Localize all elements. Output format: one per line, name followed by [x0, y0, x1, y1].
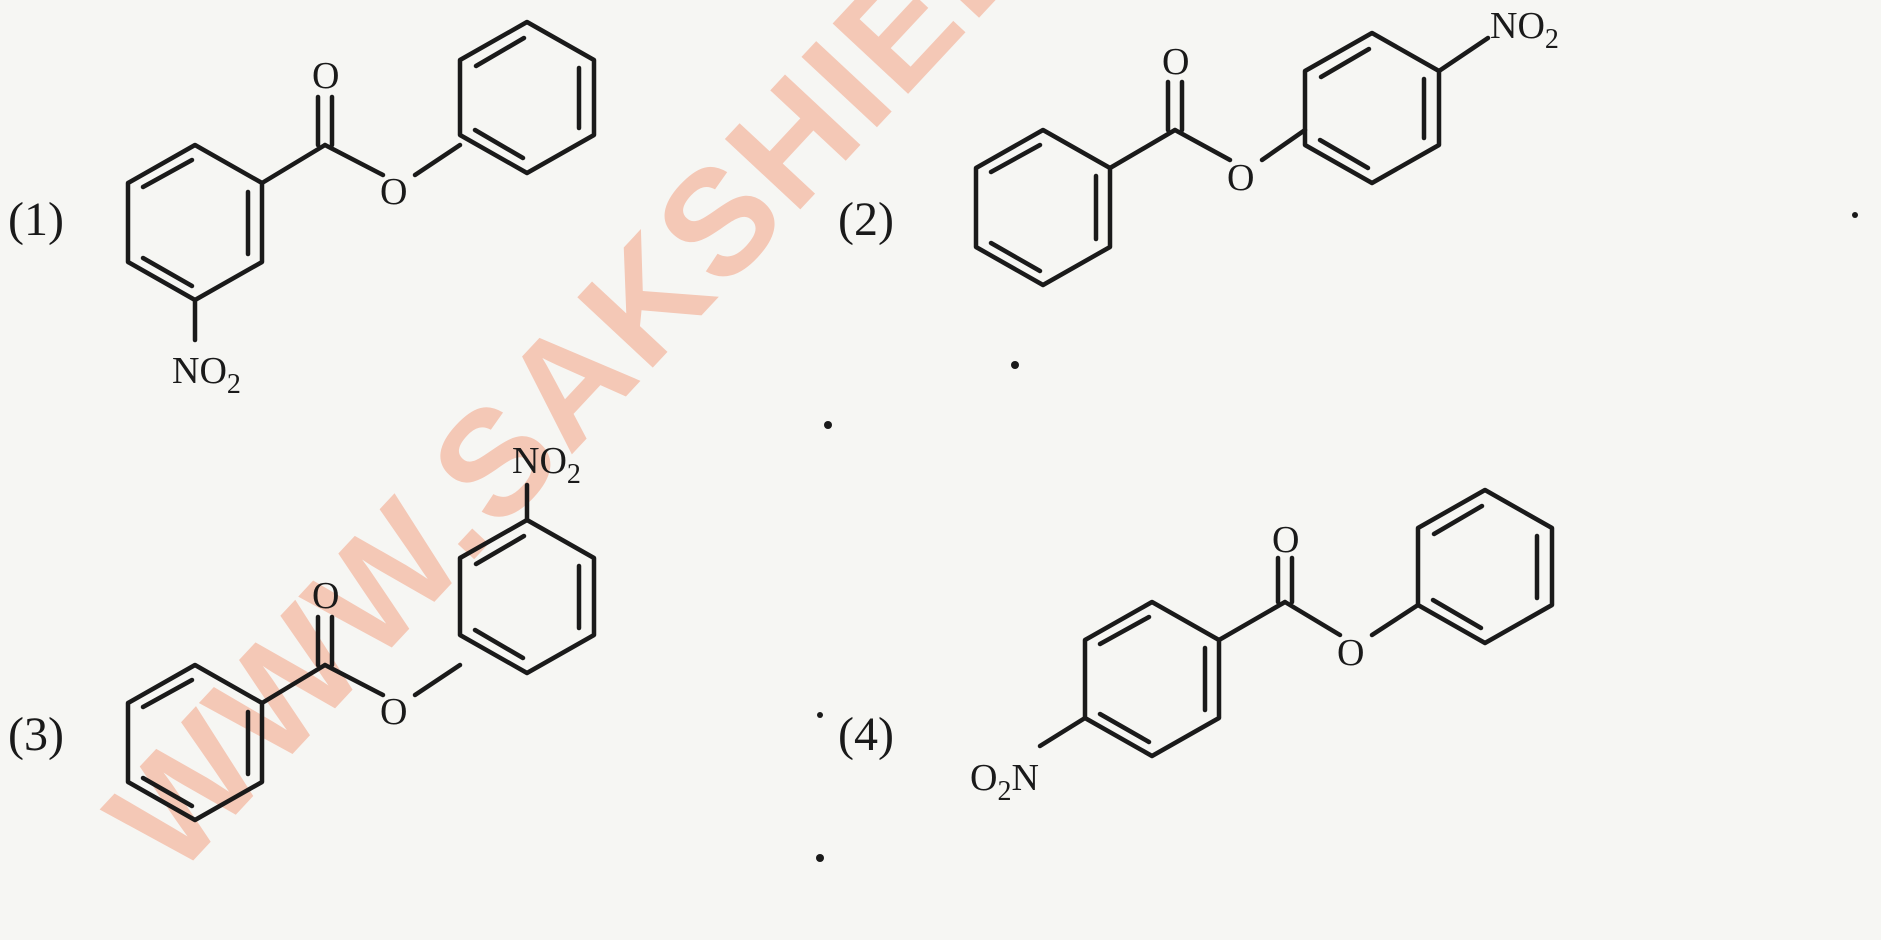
option-4-o-ring-bond	[1369, 602, 1421, 638]
option-2-structure[interactable]: (2) O O NO2	[838, 5, 1559, 288]
option-3-ring-phenoxy-double-1	[473, 533, 527, 567]
option-2-ester-o: O	[1227, 157, 1254, 199]
option-4-ring-acyl-double-3	[1097, 711, 1152, 745]
option-4-c-o-bond	[1282, 599, 1343, 638]
option-4-ester-o: O	[1337, 632, 1364, 674]
option-1-label: (1)	[8, 193, 64, 246]
option-4-nitro-bond	[1037, 715, 1088, 749]
option-2-c-o-bond	[1172, 127, 1233, 163]
option-1-ring-acyl-double-3	[140, 255, 195, 289]
option-4-ring-acyl	[1082, 599, 1222, 759]
speck	[1011, 361, 1019, 369]
option-2-nitro-label: NO2	[1490, 5, 1559, 55]
option-1-ring-acyl	[125, 142, 265, 303]
option-3-o-ring-bond	[412, 662, 463, 698]
option-4-ring-phenoxy-double-1	[1431, 503, 1485, 537]
option-3-carbonyl-o: O	[312, 575, 339, 617]
option-1-ring-phenyl	[457, 19, 597, 176]
option-3-c-o-bond	[322, 662, 386, 698]
option-2-o-ring-bond	[1259, 127, 1308, 163]
option-2-ring-phenoxy	[1302, 30, 1442, 186]
option-4-structure[interactable]: (4) O2N O O	[838, 487, 1555, 807]
option-1-ring-carbonyl-bond	[259, 142, 328, 186]
option-3-ring-carbonyl-bond	[259, 662, 328, 706]
option-2-ring-acyl-double-3	[988, 240, 1043, 274]
option-4-nitro-label: O2N	[970, 757, 1039, 807]
option-3-ester-o: O	[380, 691, 407, 733]
option-1-ring-phenyl-double-3	[472, 127, 526, 161]
option-3-structure[interactable]: (3) O O NO2	[8, 440, 597, 823]
option-2-ring-acyl-double-1	[988, 142, 1043, 175]
option-1-o-ring-bond	[412, 142, 463, 178]
speck	[1852, 212, 1858, 218]
option-3-nitro-label: NO2	[512, 440, 581, 490]
option-4-carbonyl-o: O	[1272, 519, 1299, 561]
option-4-ring-phenoxy-double-3	[1430, 597, 1484, 631]
option-1-ester-o: O	[380, 171, 407, 213]
option-2-ring-carbonyl-bond	[1107, 127, 1178, 171]
option-1-ring-acyl-double-1	[140, 157, 195, 190]
speck	[824, 421, 832, 429]
option-4-ring-acyl-double-1	[1097, 614, 1152, 647]
option-4-ring-carbonyl-bond	[1216, 599, 1288, 643]
speck	[817, 712, 823, 718]
option-1-nitro-label: NO2	[172, 350, 241, 400]
option-4-ring-phenoxy	[1415, 487, 1555, 646]
option-3-ring-phenoxy	[457, 517, 597, 676]
option-2-ring-phenoxy-double-1	[1318, 46, 1372, 80]
option-1-carbonyl-o: O	[312, 55, 339, 97]
option-2-label: (2)	[838, 193, 894, 246]
option-2-carbonyl-o: O	[1162, 41, 1189, 83]
option-2-ring-acyl	[973, 127, 1113, 288]
option-4-label: (4)	[838, 708, 894, 761]
option-1-structure[interactable]: (1) NO2 O O	[8, 19, 597, 400]
option-3-ring-acyl-double-3	[140, 775, 195, 809]
speck	[816, 854, 824, 862]
option-3-ring-phenoxy-double-3	[472, 627, 526, 661]
option-2-ring-phenoxy-double-3	[1317, 137, 1371, 171]
option-3-ring-acyl-double-1	[140, 677, 195, 710]
option-1-ring-phenyl-double-1	[473, 35, 527, 69]
option-1-c-o-bond	[322, 142, 386, 178]
option-2-nitro-bond	[1436, 35, 1491, 74]
option-3-label: (3)	[8, 708, 64, 761]
